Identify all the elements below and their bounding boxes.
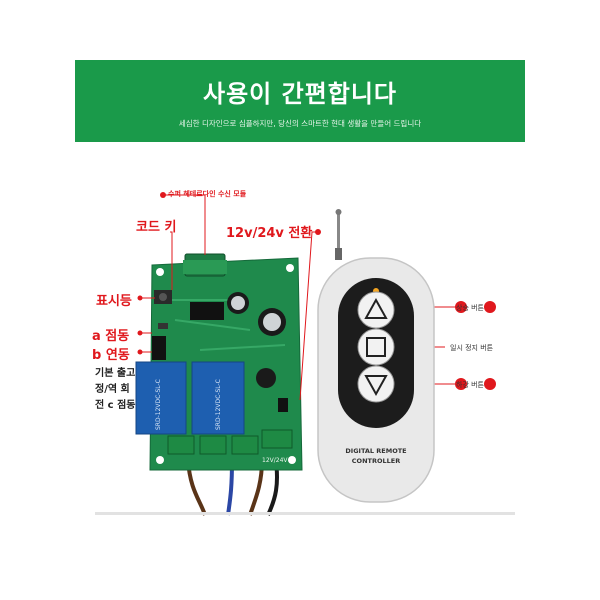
triangle-down-icon — [364, 375, 388, 397]
label-default-3: 전 c 점동 — [95, 400, 136, 411]
label-default-2: 정/역 회 — [95, 384, 130, 395]
mode-jumper — [152, 336, 166, 360]
label-indicator: 표시등 — [96, 294, 132, 309]
indicator-led — [158, 323, 168, 329]
header-banner: 사용이 간편합니다 세심한 디자인으로 심플하지만, 당신의 스마트한 현대 생… — [75, 60, 525, 142]
capacitors — [227, 292, 286, 388]
label-code-key: 코드 키 — [136, 220, 177, 235]
relay-1-text: SRD-12VDC-SL-C — [155, 379, 162, 430]
square-stop-icon — [366, 337, 386, 357]
label-down-button: 하강 버튼 — [456, 381, 484, 389]
label-a-mode: a 점동 — [92, 329, 130, 344]
remote-brand-line1: DIGITAL REMOTE — [345, 447, 406, 455]
terminal-text: 12V/24V — [262, 457, 288, 464]
label-default-1: 기본 출고 — [95, 368, 136, 379]
label-b-mode: b 연동 — [92, 348, 130, 363]
label-stop-button: 일시 정지 버튼 — [450, 344, 494, 352]
receiver-module — [183, 253, 227, 277]
label-voltage-switch: 12v/24v 전환 — [226, 226, 313, 241]
code-key-button — [154, 290, 172, 304]
label-receiver-module: 수퍼 헤테로다인 수신 모듈 — [168, 190, 247, 198]
relay-1: SRD-12VDC-SL-C — [135, 361, 187, 435]
label-up-button: 상승 버튼 — [456, 304, 484, 312]
triangle-up-icon — [364, 297, 388, 319]
banner-title: 사용이 간편합니다 — [203, 80, 397, 108]
ic-chip — [190, 302, 224, 320]
remote-antenna — [335, 209, 342, 260]
relay-2: SRD-12VDC-SL-C — [191, 361, 245, 435]
remote-controller: DIGITAL REMOTE CONTROLLER — [317, 257, 435, 503]
banner-subtitle: 세심한 디자인으로 심플하지만, 당신의 스마트한 현대 생활을 만들어 드립니… — [178, 119, 422, 128]
callout-dots — [137, 192, 496, 390]
relay-2-text: SRD-12VDC-SL-C — [215, 379, 222, 430]
voltage-jumper — [278, 398, 288, 412]
remote-brand-line2: CONTROLLER — [352, 457, 400, 465]
terminal-blocks: 12V/24V — [167, 429, 293, 464]
